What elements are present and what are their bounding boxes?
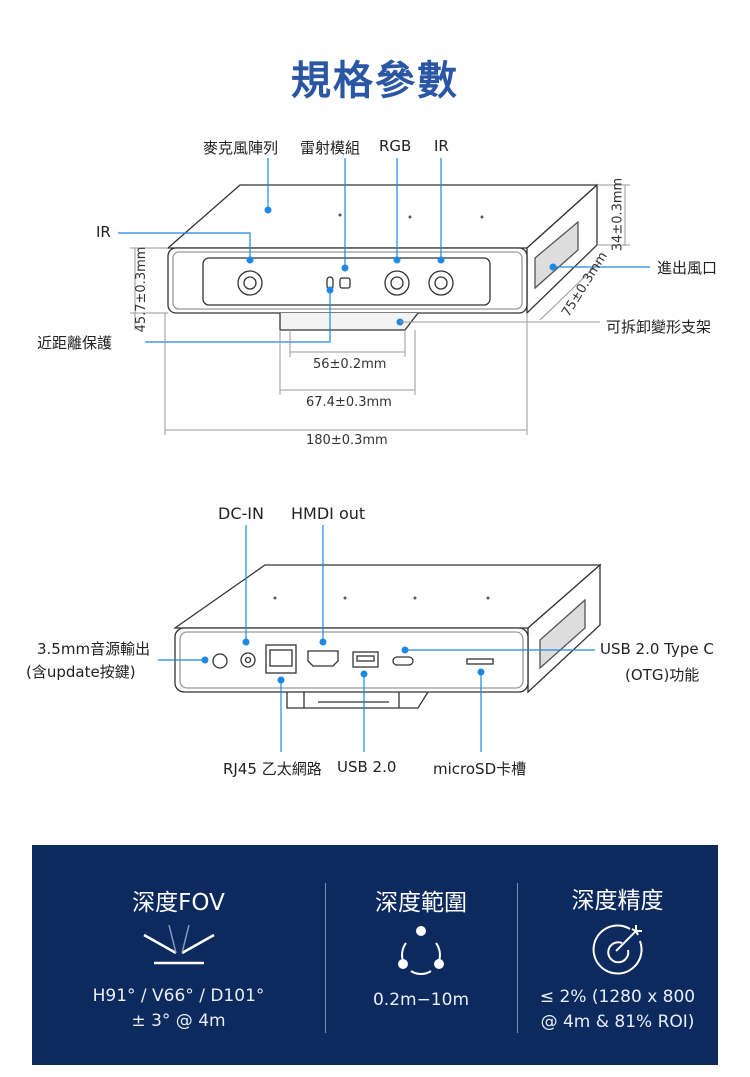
rgb-lens xyxy=(384,270,410,296)
back-front-face xyxy=(174,627,529,693)
back-vent-grille xyxy=(539,598,586,670)
divider xyxy=(325,883,326,1033)
label-microsd: microSD卡槽 xyxy=(433,760,527,778)
spec-panel: 深度FOV H91° / V66° / D101° ± 3° @ 4m 深度範圍… xyxy=(32,845,718,1065)
label-audio-line1: 3.5mm音源輸出 xyxy=(37,640,151,658)
back-view-diagram xyxy=(158,525,602,752)
front-inner-panel xyxy=(202,257,491,306)
dim-bracket-inner: 56±0.2mm xyxy=(313,357,387,372)
usb-c-port xyxy=(392,656,414,666)
laser-emitter xyxy=(339,277,351,289)
usb-port xyxy=(352,651,379,668)
dim-width: 180±0.3mm xyxy=(306,433,388,448)
spec-heading: 深度精度 xyxy=(571,888,664,914)
label-vent: 進出風口 xyxy=(657,259,718,277)
audio-jack xyxy=(212,653,228,669)
dc-in-port xyxy=(240,652,256,668)
label-ir-left: IR xyxy=(96,223,111,241)
back-bracket xyxy=(286,691,429,709)
spec-heading: 深度範圍 xyxy=(375,890,467,916)
label-usbc-line2: (OTG)功能 xyxy=(625,666,700,684)
divider xyxy=(517,883,518,1033)
label-mic-array: 麥克風陣列 xyxy=(203,139,279,157)
fov-icon xyxy=(142,925,215,965)
spec-value-line: 0.2m−10m xyxy=(372,990,470,1010)
label-dc-in: DC-IN xyxy=(218,504,264,523)
dim-bracket-outer: 67.4±0.3mm xyxy=(306,395,392,410)
spec-accuracy: 深度精度 ≤ 2% (1280 x 800 @ 4m & 81% ROI) xyxy=(517,845,718,1065)
label-laser-module: 雷射模組 xyxy=(300,139,361,157)
microsd-slot xyxy=(466,658,494,665)
label-rgb: RGB xyxy=(379,137,412,155)
ir-lens-left xyxy=(237,270,263,296)
vent-grille xyxy=(534,220,579,290)
label-usb2: USB 2.0 xyxy=(337,758,397,776)
label-hdmi: HMDI out xyxy=(291,504,366,523)
range-icon xyxy=(398,926,444,976)
spec-value-line: H91° / V66° / D101° xyxy=(92,986,265,1006)
back-top-face xyxy=(172,564,602,629)
target-icon xyxy=(592,924,643,975)
spec-fov: 深度FOV H91° / V66° / D101° ± 3° @ 4m xyxy=(32,845,325,1065)
hdmi-port xyxy=(307,650,339,667)
label-audio-line2: (含update按鍵) xyxy=(26,663,136,681)
spec-heading: 深度FOV xyxy=(132,890,225,916)
spec-value-line: @ 4m & 81% ROI) xyxy=(540,1012,695,1032)
spec-value-line: ≤ 2% (1280 x 800 xyxy=(539,987,696,1007)
label-ir-top: IR xyxy=(434,137,449,155)
label-rj45: RJ45 乙太網路 xyxy=(223,760,322,778)
label-proximity: 近距離保護 xyxy=(37,334,113,352)
label-bracket: 可拆卸變形支架 xyxy=(606,318,712,336)
spec-range: 深度範圍 0.2m−10m xyxy=(325,845,517,1065)
ir-lens-right xyxy=(428,270,454,296)
front-view-diagram xyxy=(118,158,650,435)
rj45-port xyxy=(265,644,297,674)
page-title: 規格參數 xyxy=(291,58,459,104)
label-usbc-line1: USB 2.0 Type C xyxy=(600,640,714,658)
spec-value-line: ± 3° @ 4m xyxy=(131,1011,226,1031)
